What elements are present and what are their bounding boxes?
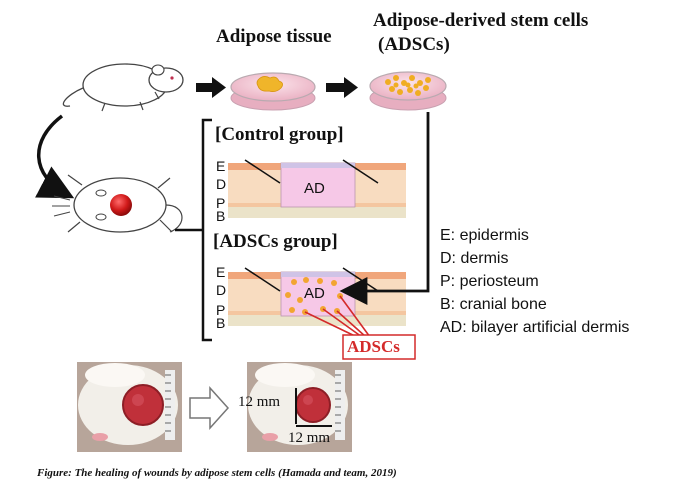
arrow-right-2 bbox=[326, 77, 358, 98]
control-group-title: [Control group] bbox=[215, 124, 344, 145]
adscs-label-b: B bbox=[216, 315, 226, 331]
petri-dish-adipose bbox=[230, 72, 316, 111]
scale-vertical-label: 12 mm bbox=[238, 394, 281, 410]
adscs-label-p: P bbox=[216, 302, 226, 318]
arrow-right-1 bbox=[196, 77, 226, 98]
legend: E: epidermis D: dermis P: periosteum B: … bbox=[440, 224, 629, 339]
adscs-label-e: E bbox=[216, 264, 226, 280]
title-adscs-line2: (ADSCs) bbox=[378, 34, 450, 55]
control-label-b: B bbox=[216, 208, 226, 224]
control-label-d: D bbox=[216, 176, 227, 192]
control-label-e: E bbox=[216, 158, 226, 174]
figure-caption: Figure: The healing of wounds by adipose… bbox=[37, 467, 397, 479]
legend-item: D: dermis bbox=[440, 250, 509, 267]
legend-item: P: periosteum bbox=[440, 273, 539, 290]
mouse-side-icon bbox=[62, 63, 184, 112]
legend-item: AD: bilayer artificial dermis bbox=[440, 319, 630, 336]
adscs-label-box bbox=[342, 334, 416, 360]
control-label-p: P bbox=[216, 195, 226, 211]
adscs-pointer-lines bbox=[304, 295, 371, 338]
title-adscs-line1: Adipose-derived stem cells bbox=[373, 10, 589, 31]
photo-wound-before bbox=[77, 362, 182, 452]
group-bracket bbox=[201, 118, 212, 342]
hollow-arrow-icon bbox=[189, 386, 230, 430]
petri-dish-adscs bbox=[369, 71, 447, 111]
adscs-label-ad: AD bbox=[304, 285, 325, 302]
title-adipose-tissue: Adipose tissue bbox=[216, 26, 332, 47]
adscs-injection-arrow bbox=[339, 112, 430, 305]
control-label-ad: AD bbox=[304, 180, 325, 197]
scale-horizontal-label: 12 mm bbox=[288, 430, 331, 446]
control-skin-diagram bbox=[228, 159, 406, 218]
photo-wound-after bbox=[247, 362, 352, 452]
curved-arrow bbox=[35, 114, 75, 199]
adscs-group-title: [ADSCs group] bbox=[213, 231, 338, 252]
legend-item: B: cranial bone bbox=[440, 296, 547, 313]
legend-item: E: epidermis bbox=[440, 227, 529, 244]
adscs-red-label: ADSCs bbox=[347, 337, 400, 356]
mouse-top-icon bbox=[52, 174, 183, 233]
adscs-label-d: D bbox=[216, 282, 227, 298]
